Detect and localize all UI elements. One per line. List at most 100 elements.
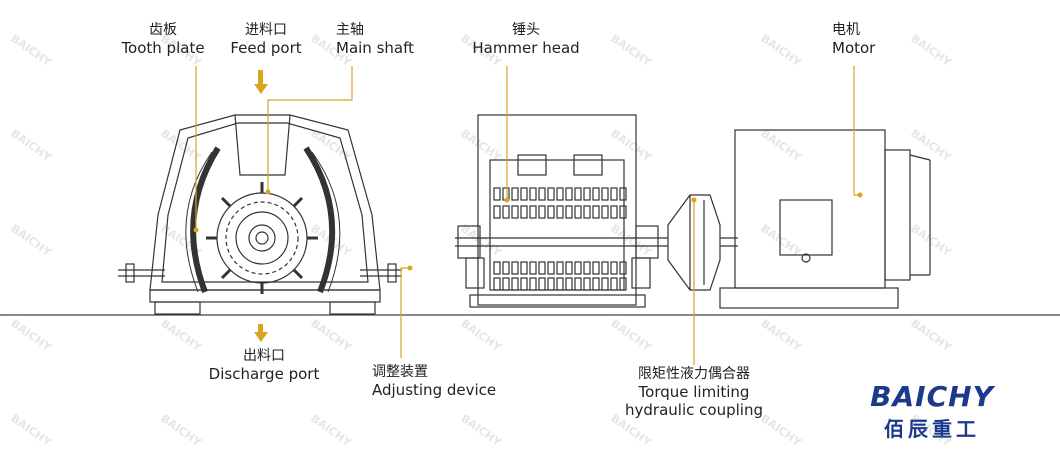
hammer-block — [520, 187, 528, 201]
coupling-en-line1: Torque limiting — [638, 382, 750, 401]
hammer-block — [520, 261, 528, 275]
hammer-block — [619, 187, 627, 201]
hammer-block — [565, 205, 573, 219]
watermark-text: BAICHY — [908, 32, 954, 70]
feed-port-zh: 进料口 — [245, 22, 287, 38]
watermark-text: BAICHY — [308, 412, 354, 450]
watermark-text: BAICHY — [158, 127, 204, 165]
watermark-text: BAICHY — [458, 222, 504, 260]
crusher-side-view — [118, 114, 402, 315]
watermark-text: BAICHY — [158, 412, 204, 450]
hammer-block — [547, 261, 555, 275]
label-coupling: 限矩性液力偶合器 Torque limiting hydraulic coupl… — [612, 366, 776, 419]
watermark-text: BAICHY — [8, 222, 54, 260]
watermark-text: BAICHY — [908, 127, 954, 165]
main-shaft-en: Main shaft — [336, 38, 414, 57]
hammer-block — [538, 187, 546, 201]
hammer-block — [529, 261, 537, 275]
hammer-block — [547, 277, 555, 291]
watermark-text: BAICHY — [908, 222, 954, 260]
label-tooth-plate: 齿板 Tooth plate — [108, 22, 218, 57]
crusher-front-view — [455, 114, 668, 308]
discharge-port-zh: 出料口 — [243, 348, 285, 364]
hammer-block — [565, 187, 573, 201]
brand-name-en: BAICHY — [870, 380, 994, 413]
hammer-block — [592, 205, 600, 219]
watermark-text: BAICHY — [908, 317, 954, 355]
hammer-block — [574, 187, 582, 201]
hammer-block — [601, 261, 609, 275]
hammer-block — [574, 277, 582, 291]
watermark-text: BAICHY — [758, 32, 804, 70]
leader-lines — [195, 66, 860, 365]
hammer-block — [619, 261, 627, 275]
watermark-text: BAICHY — [608, 317, 654, 355]
brand-logo: BAICHY 佰辰重工 — [862, 383, 1002, 442]
hammer-block — [583, 205, 591, 219]
label-discharge-port: 出料口 Discharge port — [196, 348, 332, 383]
hammer-block — [538, 277, 546, 291]
hammer-block — [529, 187, 537, 201]
hammer-block — [502, 261, 510, 275]
label-feed-port: 进料口 Feed port — [218, 22, 314, 57]
motor-en: Motor — [832, 38, 876, 57]
hammer-block — [511, 187, 519, 201]
label-adjusting-device: 调整装置 Adjusting device — [372, 364, 522, 399]
brand-name-zh: 佰辰重工 — [884, 417, 980, 441]
main-shaft-zh: 主轴 — [336, 22, 364, 38]
coupling-en-line2: hydraulic coupling — [625, 400, 763, 419]
hammer-block — [592, 261, 600, 275]
hammer-block — [520, 277, 528, 291]
hammer-block — [538, 261, 546, 275]
hammer-block — [565, 261, 573, 275]
hammer-block — [583, 261, 591, 275]
hammer-block — [493, 187, 501, 201]
hammer-block — [574, 205, 582, 219]
tooth-plate-zh: 齿板 — [149, 22, 177, 38]
watermark-text: BAICHY — [458, 412, 504, 450]
watermark-text: BAICHY — [758, 317, 804, 355]
hammer-block — [619, 277, 627, 291]
hammer-block — [610, 277, 618, 291]
watermark-text: BAICHY — [458, 317, 504, 355]
discharge-arrow-icon — [254, 324, 268, 342]
hammer-block — [583, 277, 591, 291]
label-hammer-head: 锤头 Hammer head — [464, 22, 588, 57]
watermark-text: BAICHY — [8, 412, 54, 450]
watermark-text: BAICHY — [758, 222, 804, 260]
hammer-block — [502, 205, 510, 219]
hammer-block — [601, 205, 609, 219]
watermark-text: BAICHY — [608, 127, 654, 165]
watermark-text: BAICHY — [8, 317, 54, 355]
coupling-zh: 限矩性液力偶合器 — [638, 366, 750, 382]
hammer-block — [511, 277, 519, 291]
watermark-text: BAICHY — [608, 222, 654, 260]
watermark-text: BAICHY — [8, 32, 54, 70]
hammer-block — [601, 277, 609, 291]
hammer-block — [565, 277, 573, 291]
label-motor: 电机 Motor — [832, 22, 902, 57]
hammer-block — [520, 205, 528, 219]
hammer-block — [502, 277, 510, 291]
hammer-block — [511, 261, 519, 275]
hammer-block — [556, 205, 564, 219]
hammer-block — [610, 205, 618, 219]
hammer-block — [583, 187, 591, 201]
hammer-block — [538, 205, 546, 219]
leader-dots — [193, 189, 863, 271]
adjusting-device-en: Adjusting device — [372, 380, 497, 399]
adjusting-device-zh: 调整装置 — [372, 364, 428, 380]
hammer-block — [619, 205, 627, 219]
hammer-head-en: Hammer head — [472, 38, 580, 57]
hammer-block — [529, 277, 537, 291]
hammer-block — [556, 187, 564, 201]
feed-port-en: Feed port — [230, 38, 302, 57]
watermark-text: BAICHY — [8, 127, 54, 165]
hammer-block — [592, 187, 600, 201]
hammer-block — [493, 205, 501, 219]
hammer-block — [592, 277, 600, 291]
hammer-block — [547, 205, 555, 219]
hammer-block — [547, 187, 555, 201]
motor-drawing — [719, 129, 931, 309]
